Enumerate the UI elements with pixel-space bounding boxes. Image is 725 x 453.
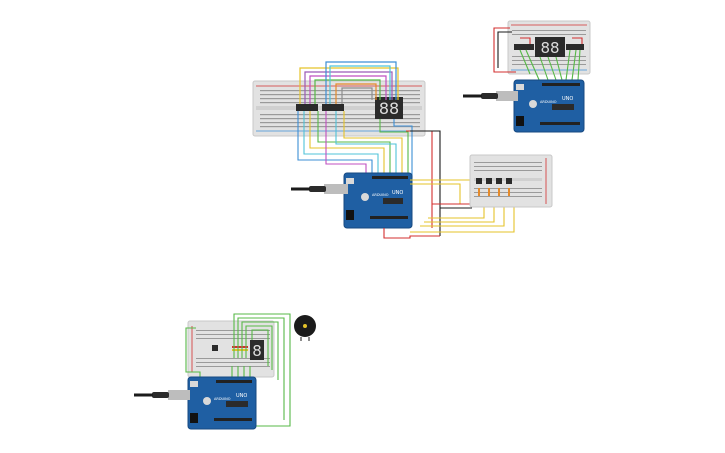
piezo-buzzer[interactable] — [294, 315, 316, 341]
display-digits: 8 — [252, 342, 262, 360]
board-brand-label: ARDUINO — [372, 193, 389, 197]
wire-bundle-bottom-left[interactable] — [185, 313, 291, 427]
seven-segment-top-right[interactable]: 88 — [535, 37, 565, 57]
wire-bundle-top-right[interactable] — [493, 27, 583, 83]
seven-segment-bottom-left[interactable]: 8 — [250, 340, 264, 360]
wire-bundle-center-lower[interactable] — [297, 111, 441, 236]
pushbutton[interactable] — [476, 178, 482, 184]
ic-chip[interactable] — [322, 104, 344, 111]
ic-chip[interactable] — [514, 44, 534, 50]
display-digits: 88 — [540, 39, 559, 57]
pushbutton[interactable] — [212, 345, 218, 351]
pushbutton[interactable] — [506, 178, 512, 184]
potentiometer[interactable] — [232, 346, 248, 351]
arduino-uno-center[interactable]: ARDUINO UNO — [291, 172, 413, 229]
ic-chip[interactable] — [296, 104, 318, 111]
breadboard-center[interactable]: 88 — [252, 80, 426, 137]
breadboard-holes — [260, 90, 420, 128]
resistors — [478, 188, 510, 196]
pushbutton[interactable] — [496, 178, 502, 184]
pushbutton[interactable] — [486, 178, 492, 184]
breadboard-top-right[interactable]: 88 — [507, 20, 591, 75]
ic-chip[interactable] — [566, 44, 584, 50]
board-brand-label: ARDUINO — [214, 397, 231, 401]
board-model-label: UNO — [562, 96, 573, 102]
breadboard-bottom-left[interactable]: 8 — [187, 320, 275, 378]
seven-segment-center[interactable]: 88 — [375, 97, 403, 119]
breadboard-buttons[interactable] — [469, 154, 553, 208]
arduino-uno-bottom-left[interactable]: ARDUINO UNO — [134, 376, 257, 430]
display-digits: 88 — [379, 99, 399, 118]
board-brand-label: ARDUINO — [540, 100, 557, 104]
wire-bundle-center[interactable] — [299, 61, 399, 104]
arduino-uno-top-right[interactable]: ARDUINO UNO — [463, 79, 585, 133]
breadboard-holes — [196, 330, 270, 367]
board-model-label: UNO — [392, 190, 403, 196]
pushbutton-row[interactable] — [476, 178, 512, 184]
board-model-label: UNO — [236, 393, 247, 399]
